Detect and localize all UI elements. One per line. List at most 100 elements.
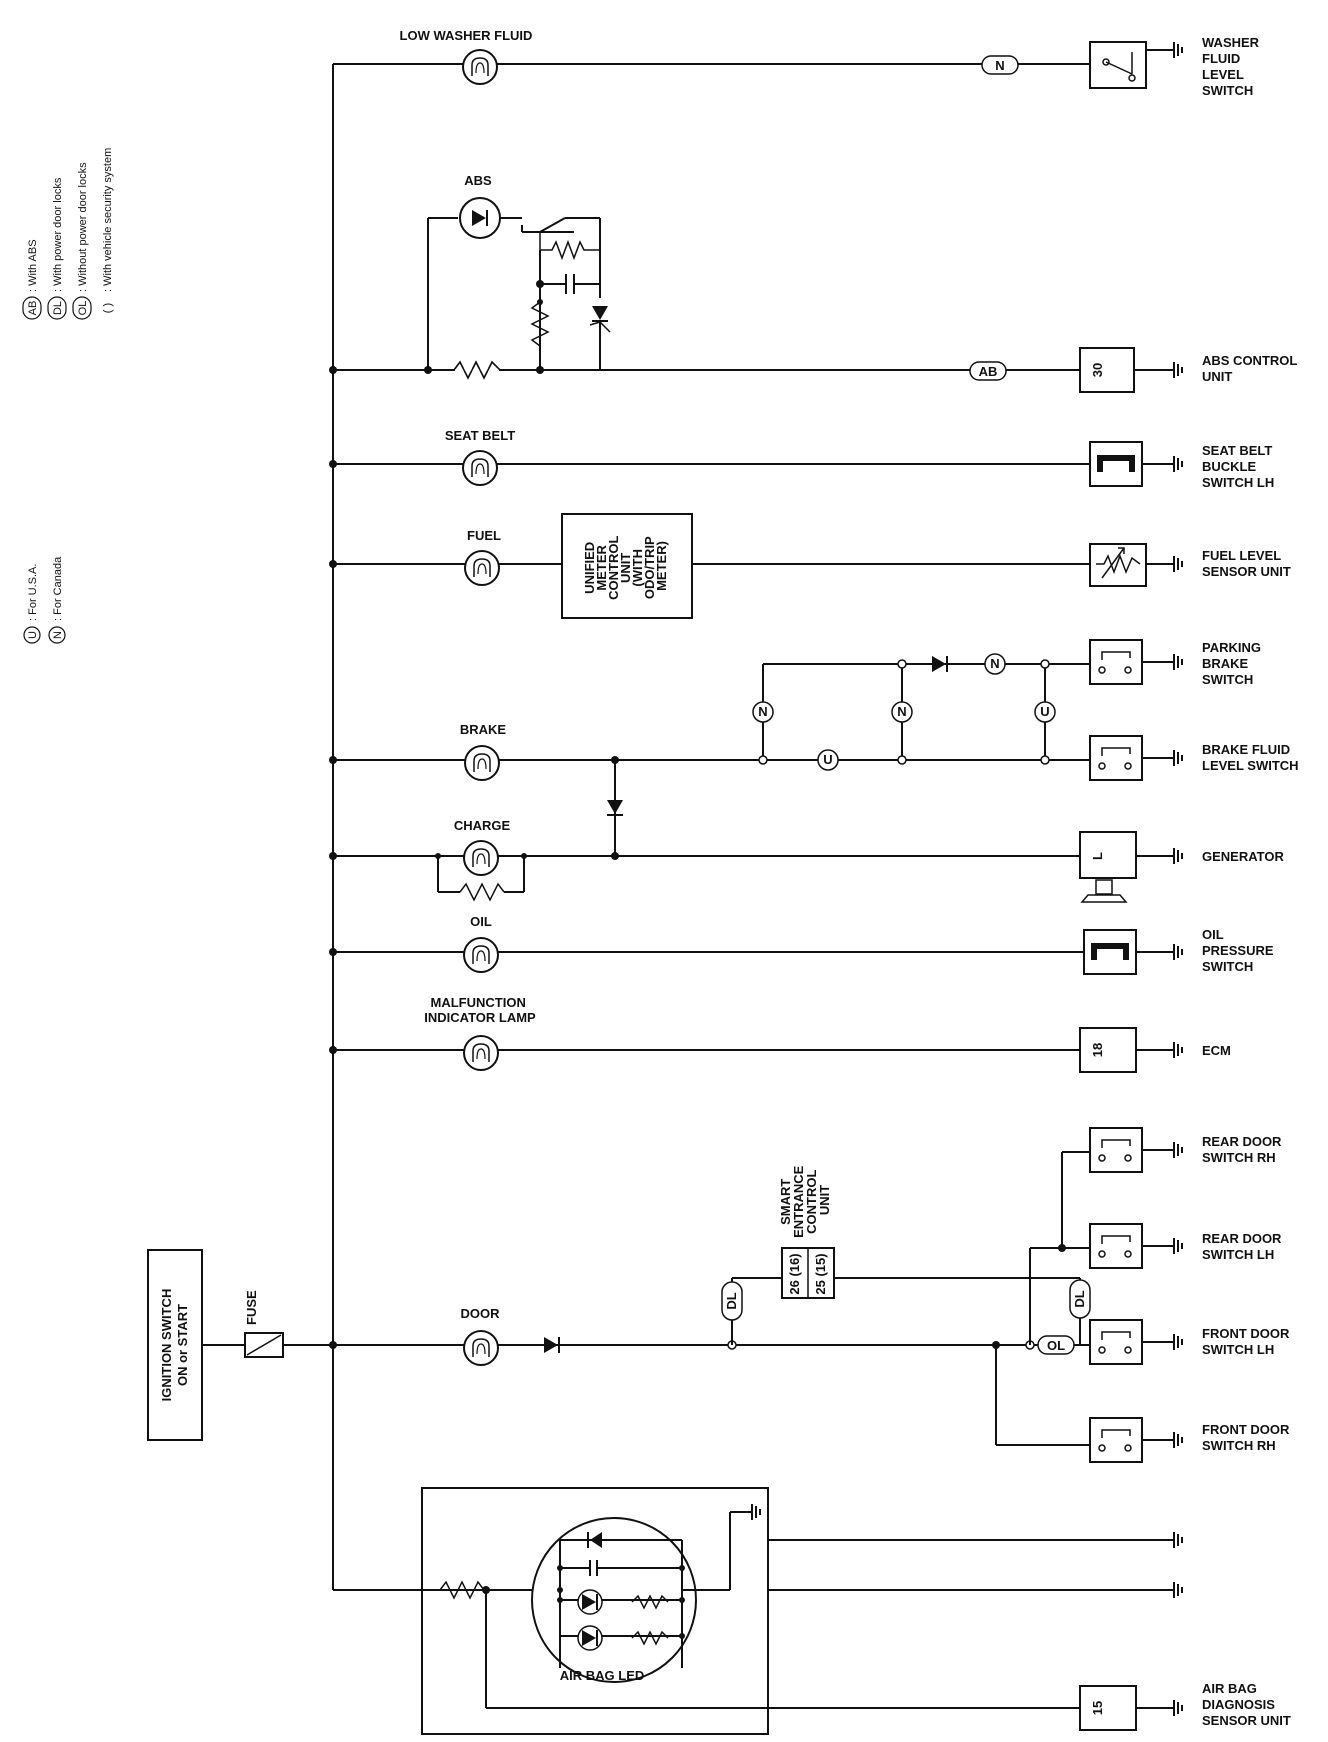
smart-entrance-control-unit: 26 (16) 25 (15) SMART ENTRANCE CONTROL U… xyxy=(778,1162,835,1299)
svg-text:IGNITION SWITCH: IGNITION SWITCH xyxy=(159,1289,174,1402)
rear-door-switch-rh xyxy=(1089,1127,1143,1173)
tag-dl-right: DL xyxy=(1069,1279,1091,1319)
brake-charge-diode-icon xyxy=(606,799,624,816)
abs-unit-label: ABS CONTROL UNIT xyxy=(1202,353,1301,384)
tag-n-mid: N xyxy=(891,701,913,723)
seat-belt-label: SEAT BELT xyxy=(445,428,515,443)
svg-text:FUSE: FUSE xyxy=(244,1290,259,1325)
ecm-label: ECM xyxy=(1202,1043,1231,1058)
air-bag-diagnosis-box: 15 xyxy=(1079,1685,1137,1731)
tag-dl-left: DL xyxy=(721,1281,743,1321)
svg-text:SMART ENTRANCE: SMART ENTRANCE CONTROL UNIT xyxy=(778,1162,832,1238)
tag-u-brake: U xyxy=(817,749,839,771)
door-bulb-icon xyxy=(463,1330,499,1366)
fuse: FUSE xyxy=(244,1290,284,1358)
parking-brake-diode-icon xyxy=(931,655,948,673)
low-washer-label: LOW WASHER FLUID xyxy=(400,28,533,43)
ecm-box: 18 xyxy=(1079,1027,1137,1073)
front-door-switch-rh xyxy=(1089,1417,1143,1463)
svg-text:15: 15 xyxy=(1090,1701,1105,1715)
svg-text:25 (15): 25 (15) xyxy=(813,1253,828,1294)
row-oil: OIL OIL PRESSURE SWITCH xyxy=(329,914,1277,974)
svg-text:( ): ( ) xyxy=(102,303,114,313)
fuel-label: FUEL xyxy=(467,528,501,543)
svg-text:N: N xyxy=(995,58,1004,73)
abs-control-unit: 30 xyxy=(1079,347,1135,393)
front-door-lh-label: FRONT DOOR SWITCH LH xyxy=(1202,1326,1293,1357)
tag-n-washer: N xyxy=(981,55,1019,75)
oil-bulb-icon xyxy=(463,937,499,973)
unified-meter-control-unit: UNIFIED METER CONTROL UNIT (WITH ODO/TRI… xyxy=(561,513,693,619)
svg-text:: With vehicle security system: : With vehicle security system xyxy=(102,148,114,292)
generator-label: GENERATOR xyxy=(1202,849,1284,864)
row-mil: MALFUNCTION INDICATOR LAMP 18 ECM xyxy=(329,995,1231,1073)
row-air-bag: AIR BAG LED 15 AIR BAG DIAGNOSIS SENSOR … xyxy=(333,1487,1291,1735)
legend-item-dl: DL : With power door locks xyxy=(47,177,67,320)
charge-bulb-icon xyxy=(463,840,499,876)
svg-text:N: N xyxy=(52,631,64,639)
svg-text:26 (16): 26 (16) xyxy=(787,1253,802,1294)
svg-text:OL: OL xyxy=(1047,1338,1065,1353)
ignition-switch: IGNITION SWITCH ON or START xyxy=(147,1249,203,1441)
row-door: DOOR DL 26 (16) 25 (15) SMART ENTRANCE C… xyxy=(329,1127,1293,1463)
svg-text:N: N xyxy=(990,656,999,671)
svg-text:DL: DL xyxy=(52,301,64,315)
row-fuel: FUEL UNIFIED METER CONTROL UNIT (WITH OD… xyxy=(329,513,1291,619)
svg-text:: Without power door locks: : Without power door locks xyxy=(77,162,89,292)
rear-door-rh-label: REAR DOOR SWITCH RH xyxy=(1202,1134,1285,1165)
fuel-sensor-label: FUEL LEVEL SENSOR UNIT xyxy=(1202,548,1291,579)
fuel-level-sensor xyxy=(1089,543,1147,587)
row-low-washer: LOW WASHER FLUID N WASHER FLUID LEVEL SW… xyxy=(333,28,1263,98)
svg-text:U: U xyxy=(1040,704,1049,719)
mil-label: MALFUNCTION INDICATOR LAMP xyxy=(424,995,536,1025)
row-seat-belt: SEAT BELT SEAT BELT BUCKLE SWITCH LH xyxy=(329,428,1276,490)
svg-text:L: L xyxy=(1090,852,1105,860)
svg-text:ON or START: ON or START xyxy=(175,1304,190,1386)
svg-text:AB: AB xyxy=(979,364,998,379)
seat-belt-buckle-switch xyxy=(1090,442,1142,486)
svg-text:N: N xyxy=(897,704,906,719)
oil-pressure-label: OIL PRESSURE SWITCH xyxy=(1202,927,1277,974)
low-washer-bulb-icon xyxy=(462,49,498,85)
row-abs: ABS AB xyxy=(329,173,1301,393)
svg-text:N: N xyxy=(758,704,767,719)
svg-text:: With power door locks: : With power door locks xyxy=(52,177,64,292)
seat-belt-bulb-icon xyxy=(462,450,498,486)
washer-switch xyxy=(1089,41,1147,89)
brake-label: BRAKE xyxy=(460,722,507,737)
row-brake: BRAKE N N N U U xyxy=(329,639,1299,781)
row-charge: CHARGE L GENERATOR xyxy=(329,818,1284,903)
tag-u-right: U xyxy=(1034,701,1056,723)
svg-text:: For U.S.A.: : For U.S.A. xyxy=(27,564,39,621)
svg-text:: For Canada: : For Canada xyxy=(52,556,64,621)
brake-fluid-label: BRAKE FLUID LEVEL SWITCH xyxy=(1202,742,1299,773)
oil-pressure-switch xyxy=(1084,930,1136,974)
svg-text:DL: DL xyxy=(1072,1290,1087,1307)
washer-switch-label: WASHER FLUID LEVEL SWITCH xyxy=(1202,35,1263,98)
svg-text:18: 18 xyxy=(1090,1043,1105,1057)
generator-box: L xyxy=(1079,831,1137,903)
legend-item-security: ( ) : With vehicle security system xyxy=(102,148,114,313)
legend-item-ol: OL : Without power door locks xyxy=(72,162,92,320)
svg-text:U: U xyxy=(27,631,39,639)
svg-text:U: U xyxy=(823,752,832,767)
tag-n-parking: N xyxy=(984,653,1006,675)
tag-ol: OL xyxy=(1037,1335,1075,1355)
svg-text:UNIFIED METER: UNIFIED METER CONTROL UNIT (WITH ODO/TRI… xyxy=(582,532,669,600)
legend-item-ab: AB : With ABS xyxy=(22,239,42,320)
legend-item-canada: N : For Canada xyxy=(48,556,66,644)
legend-item-usa: U : For U.S.A. xyxy=(23,564,41,644)
front-door-switch-lh xyxy=(1089,1319,1143,1365)
seat-belt-switch-label: SEAT BELT BUCKLE SWITCH LH xyxy=(1202,443,1276,490)
svg-text:OL: OL xyxy=(77,301,89,316)
oil-label: OIL xyxy=(470,914,492,929)
tag-n-left: N xyxy=(752,701,774,723)
brake-fluid-switch xyxy=(1089,735,1143,781)
brake-bulb-icon xyxy=(464,745,500,781)
door-diode-icon xyxy=(543,1336,560,1354)
air-bag-unit-label: AIR BAG DIAGNOSIS SENSOR UNIT xyxy=(1202,1681,1291,1728)
rear-door-lh-label: REAR DOOR SWITCH LH xyxy=(1202,1231,1285,1262)
tag-ab-abs: AB xyxy=(969,361,1007,381)
mil-bulb-icon xyxy=(463,1035,499,1071)
